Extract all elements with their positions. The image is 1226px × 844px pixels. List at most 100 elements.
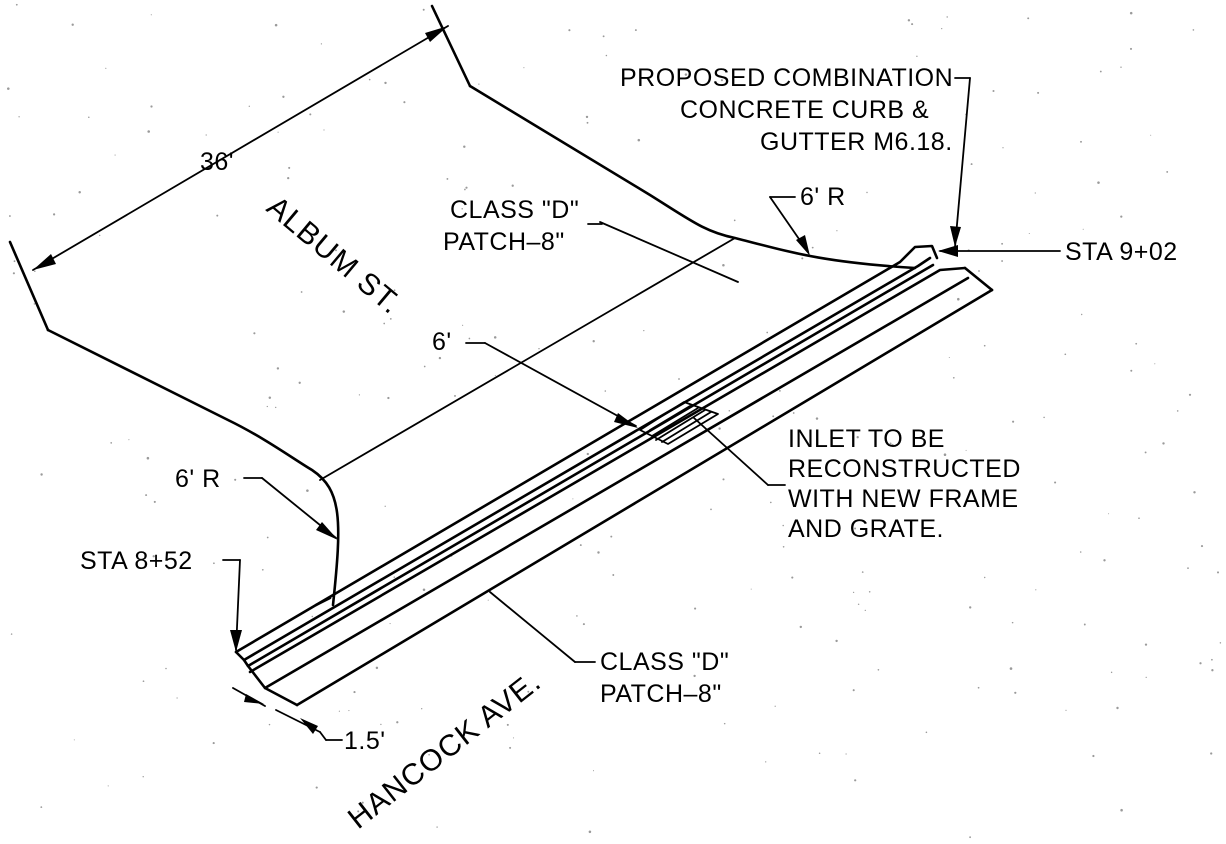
inlet-hatch bbox=[639, 401, 719, 445]
speckle-dot bbox=[1219, 642, 1222, 644]
speckle-dot bbox=[970, 163, 973, 166]
speckle-dot bbox=[368, 78, 371, 81]
speckle-dot bbox=[248, 105, 250, 107]
curb-callout-line1: PROPOSED COMBINATION bbox=[620, 64, 953, 92]
album-st-patch-outline bbox=[8, 4, 917, 607]
speckle-dot bbox=[723, 722, 726, 725]
speckle-dot bbox=[1083, 623, 1086, 626]
speckle-dot bbox=[1034, 192, 1036, 194]
speckle-dot bbox=[494, 374, 496, 377]
speckle-dot bbox=[720, 79, 723, 82]
speckle-dot bbox=[1210, 752, 1213, 755]
speckle-dot bbox=[1211, 658, 1213, 661]
radius-bottom-label: 6' R bbox=[175, 465, 221, 493]
speckle-dot bbox=[610, 535, 613, 538]
speckle-dot bbox=[957, 503, 960, 506]
speckle-dot bbox=[678, 378, 680, 380]
speckle-dot bbox=[487, 599, 489, 601]
speckle-dot bbox=[592, 340, 595, 343]
speckle-dot bbox=[866, 191, 868, 194]
speckle-dot bbox=[1120, 808, 1123, 812]
speckle-dot bbox=[941, 28, 943, 30]
speckle-dot bbox=[454, 394, 456, 397]
speckle-dot bbox=[811, 246, 814, 249]
patch-bottom-line1: CLASS "D" bbox=[600, 648, 729, 676]
speckle-dot bbox=[1009, 667, 1013, 670]
speckle-dot bbox=[1200, 545, 1204, 548]
speckle-dot bbox=[1081, 313, 1083, 316]
speckle-dot bbox=[792, 412, 795, 414]
speckle-dot bbox=[52, 213, 56, 216]
speckle-dot bbox=[1012, 420, 1015, 423]
speckle-dot bbox=[774, 705, 776, 707]
speckle-dot bbox=[465, 186, 468, 189]
speckle-dot bbox=[342, 310, 346, 313]
speckle-dot bbox=[852, 591, 855, 594]
speckle-dot bbox=[1162, 442, 1165, 445]
speckle-dot bbox=[834, 111, 837, 114]
speckle-dot bbox=[234, 478, 237, 481]
speckle-dot bbox=[772, 415, 775, 418]
speckle-dot bbox=[801, 257, 804, 260]
speckle-dot bbox=[605, 54, 608, 57]
speckle-dot bbox=[128, 439, 130, 441]
speckle-dot bbox=[957, 297, 960, 301]
speckle-dot bbox=[983, 344, 986, 347]
dimension-36ft bbox=[32, 25, 449, 271]
speckle-dot bbox=[375, 666, 379, 670]
speckle-dot bbox=[276, 367, 280, 370]
album-st-label: ALBUM ST. bbox=[261, 190, 408, 321]
speckle-dot bbox=[1097, 181, 1100, 184]
speckle-dot bbox=[1144, 451, 1147, 454]
speckle-dot bbox=[146, 456, 150, 460]
speckle-dot bbox=[393, 289, 396, 292]
speckle-dot bbox=[71, 23, 74, 26]
speckle-dot bbox=[1145, 676, 1147, 679]
speckle-dot bbox=[582, 623, 585, 626]
curb-callout-line3: GUTTER M6.18. bbox=[760, 128, 953, 156]
speckle-dot bbox=[300, 291, 303, 293]
speckle-dot bbox=[969, 836, 971, 839]
speckle-dot bbox=[722, 263, 725, 267]
speckle-dot bbox=[15, 3, 18, 6]
speckle-dot bbox=[572, 498, 574, 500]
speckle-dot bbox=[422, 8, 425, 11]
speckle-dot bbox=[1129, 47, 1133, 50]
inlet-offset-label: 6' bbox=[432, 328, 452, 356]
speckle-dot bbox=[766, 331, 769, 334]
speckle-dot bbox=[446, 177, 449, 180]
speckle-dot bbox=[1103, 559, 1106, 562]
speckle-dot bbox=[380, 723, 382, 726]
speckle-dot bbox=[889, 115, 891, 117]
speckle-dot bbox=[315, 786, 318, 789]
speckle-dot bbox=[165, 667, 167, 670]
speckle-dot bbox=[799, 625, 803, 629]
speckle-dot bbox=[1037, 91, 1040, 94]
speckle-dot bbox=[1110, 671, 1113, 674]
speckle-dot bbox=[925, 731, 928, 734]
speckle-dot bbox=[779, 390, 781, 392]
speckle-dot bbox=[34, 270, 36, 273]
patch-top-line1: CLASS "D" bbox=[450, 196, 579, 224]
speckle-dot bbox=[389, 318, 392, 320]
speckle-dot bbox=[1154, 363, 1156, 365]
speckle-dot bbox=[114, 154, 116, 156]
speckle-dot bbox=[309, 113, 312, 116]
speckle-dot bbox=[10, 633, 13, 635]
speckle-dot bbox=[948, 356, 950, 359]
speckle-dot bbox=[8, 215, 11, 217]
speckle-dot bbox=[977, 686, 980, 689]
speckle-dot bbox=[911, 23, 914, 26]
speckle-dot bbox=[1027, 17, 1030, 20]
speckle-dot bbox=[511, 184, 514, 187]
speckle-dot bbox=[18, 116, 20, 118]
speckle-dot bbox=[861, 571, 864, 573]
speckle-dot bbox=[1054, 481, 1057, 484]
speckle-dot bbox=[478, 83, 480, 85]
speckle-dot bbox=[277, 131, 279, 133]
inlet-callout-line3: WITH NEW FRAME bbox=[788, 485, 1019, 513]
speckle-dot bbox=[512, 737, 515, 739]
speckle-dot bbox=[274, 406, 277, 409]
speckle-dot bbox=[916, 55, 918, 58]
speckle-dot bbox=[107, 785, 109, 787]
